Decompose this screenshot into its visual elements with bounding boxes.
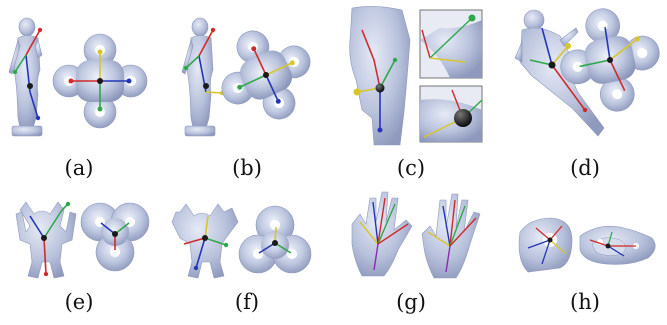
panel-g (352, 192, 480, 278)
caption-f: (f) (235, 290, 259, 314)
blob-mesh-right (580, 226, 655, 264)
tri-torus-f (239, 206, 311, 273)
caption-b: (b) (232, 156, 262, 180)
zoom-inset-bottom (420, 86, 482, 142)
caption-g: (g) (396, 290, 426, 314)
caption-h: (h) (570, 290, 600, 314)
caption-d: (d) (570, 156, 600, 180)
panel-b (182, 13, 328, 138)
blob-mesh-left (519, 218, 572, 272)
root-joint (27, 83, 33, 89)
quad-torus-a (53, 34, 147, 128)
panel-h (519, 218, 655, 272)
panel-e (16, 202, 149, 278)
tri-torus-e (81, 203, 149, 271)
panel-f (172, 204, 311, 278)
caption-c: (c) (397, 156, 425, 180)
caption-a: (a) (65, 156, 94, 180)
panel-a (9, 18, 147, 136)
zoom-inset-top (420, 10, 482, 78)
caption-e: (e) (65, 290, 94, 314)
panel-d (515, 0, 667, 136)
quad-torus-b (204, 13, 329, 138)
panel-c (350, 6, 482, 145)
